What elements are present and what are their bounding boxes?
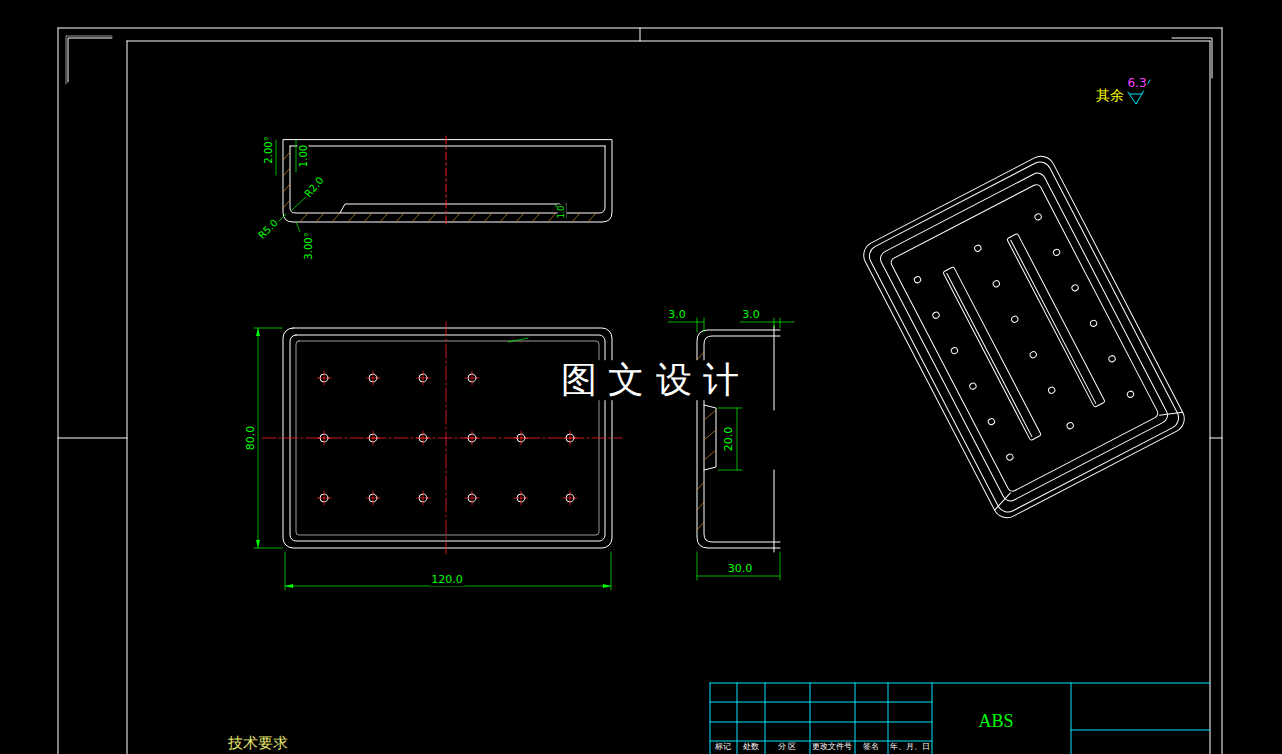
table-cell: 签名 — [862, 743, 880, 752]
drain-hole — [1029, 351, 1037, 359]
drain-hole — [1108, 355, 1116, 363]
table-cell: 更改文件号 — [811, 743, 853, 752]
material-name: ABS — [977, 712, 1014, 732]
radius-dimension: R2.0 — [302, 174, 326, 200]
dimension: 120.0 — [430, 574, 464, 586]
drain-hole — [987, 417, 995, 425]
drain-hole — [1011, 315, 1019, 323]
table-cell: 处数 — [742, 743, 760, 752]
drain-hole — [992, 280, 1000, 288]
drain-hole — [969, 382, 977, 390]
drain-hole — [1126, 390, 1134, 398]
radius-dimension: R5.0 — [255, 216, 280, 241]
table-cell: 年、月、日 — [889, 743, 931, 752]
drain-hole — [950, 347, 958, 355]
table-cell: 标记 — [714, 743, 732, 752]
drain-hole — [1047, 386, 1055, 394]
angle-dimension: 2.00° — [263, 135, 274, 164]
dimension: 80.0 — [245, 425, 257, 452]
dimension: 3.0 — [741, 309, 761, 321]
angle-dimension: 3.00° — [303, 231, 314, 260]
drain-hole — [1071, 284, 1079, 292]
drain-hole — [974, 244, 982, 252]
drain-hole — [913, 276, 921, 284]
dimension: 1.00 — [298, 144, 309, 168]
drain-hole — [1006, 453, 1014, 461]
dimension: 30.0 — [727, 563, 754, 575]
dimension: 3.0 — [667, 309, 687, 321]
dimension: 20.0 — [723, 426, 735, 453]
table-cell: 分 区 — [777, 743, 798, 752]
drain-hole — [932, 311, 940, 319]
dimension: 1.0 — [558, 205, 567, 220]
drain-hole — [1034, 213, 1042, 221]
technical-requirements-heading: 技术要求 — [227, 735, 289, 752]
roughness-value: 6.3 — [1126, 77, 1147, 90]
roughness-note: 其余 — [1095, 88, 1125, 103]
drain-hole — [1089, 319, 1097, 327]
watermark: 图 文 设 计 — [560, 360, 740, 400]
drain-hole — [1066, 422, 1074, 430]
drain-hole — [1052, 248, 1060, 256]
